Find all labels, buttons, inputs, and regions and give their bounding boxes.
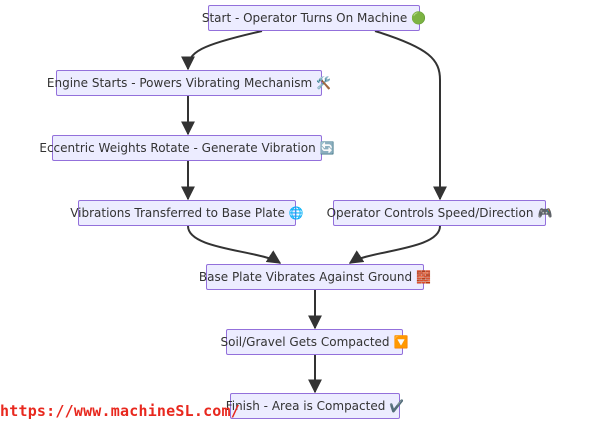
node-finish: Finish - Area is Compacted ✔️ <box>226 393 404 419</box>
node-eccentric-weights: Eccentric Weights Rotate - Generate Vibr… <box>39 135 335 161</box>
node-finish-label: Finish - Area is Compacted <box>225 399 386 413</box>
node-operator-controls-label: Operator Controls Speed/Direction <box>326 206 534 220</box>
globe-icon: 🌐 <box>288 206 304 220</box>
check-mark-icon: ✔️ <box>389 399 405 413</box>
gamepad-icon: 🎮 <box>537 206 553 220</box>
node-vibrations-transferred-label: Vibrations Transferred to Base Plate <box>70 206 285 220</box>
node-start-label: Start - Operator Turns On Machine <box>201 11 408 25</box>
node-vibrations-transferred: Vibrations Transferred to Base Plate 🌐 <box>70 200 304 226</box>
node-soil-compacted-label: Soil/Gravel Gets Compacted <box>220 335 390 349</box>
node-engine-starts: Engine Starts - Powers Vibrating Mechani… <box>47 70 331 96</box>
node-base-plate-vibrates-label: Base Plate Vibrates Against Ground <box>198 270 413 284</box>
node-engine-starts-label: Engine Starts - Powers Vibrating Mechani… <box>46 76 313 90</box>
node-base-plate-vibrates: Base Plate Vibrates Against Ground 🧱 <box>199 264 431 290</box>
edge-operator-baseplate <box>348 225 441 264</box>
node-operator-controls: Operator Controls Speed/Direction 🎮 <box>327 200 552 226</box>
green-circle-icon: 🟢 <box>411 11 427 25</box>
edge-start-operator <box>374 30 447 201</box>
edge-transfer-baseplate <box>187 225 282 264</box>
rotate-arrows-icon: 🔄 <box>319 141 335 155</box>
node-soil-compacted: Soil/Gravel Gets Compacted 🔽 <box>221 329 409 355</box>
watermark-url: https://www.machineSL.com/ <box>0 402 240 420</box>
down-triangle-icon: 🔽 <box>393 335 409 349</box>
brick-icon: 🧱 <box>416 270 432 284</box>
node-eccentric-weights-label: Eccentric Weights Rotate - Generate Vibr… <box>39 141 316 155</box>
edge-start-engine <box>181 30 263 71</box>
node-start: Start - Operator Turns On Machine 🟢 <box>202 5 426 31</box>
tools-icon: 🛠️ <box>316 76 332 90</box>
